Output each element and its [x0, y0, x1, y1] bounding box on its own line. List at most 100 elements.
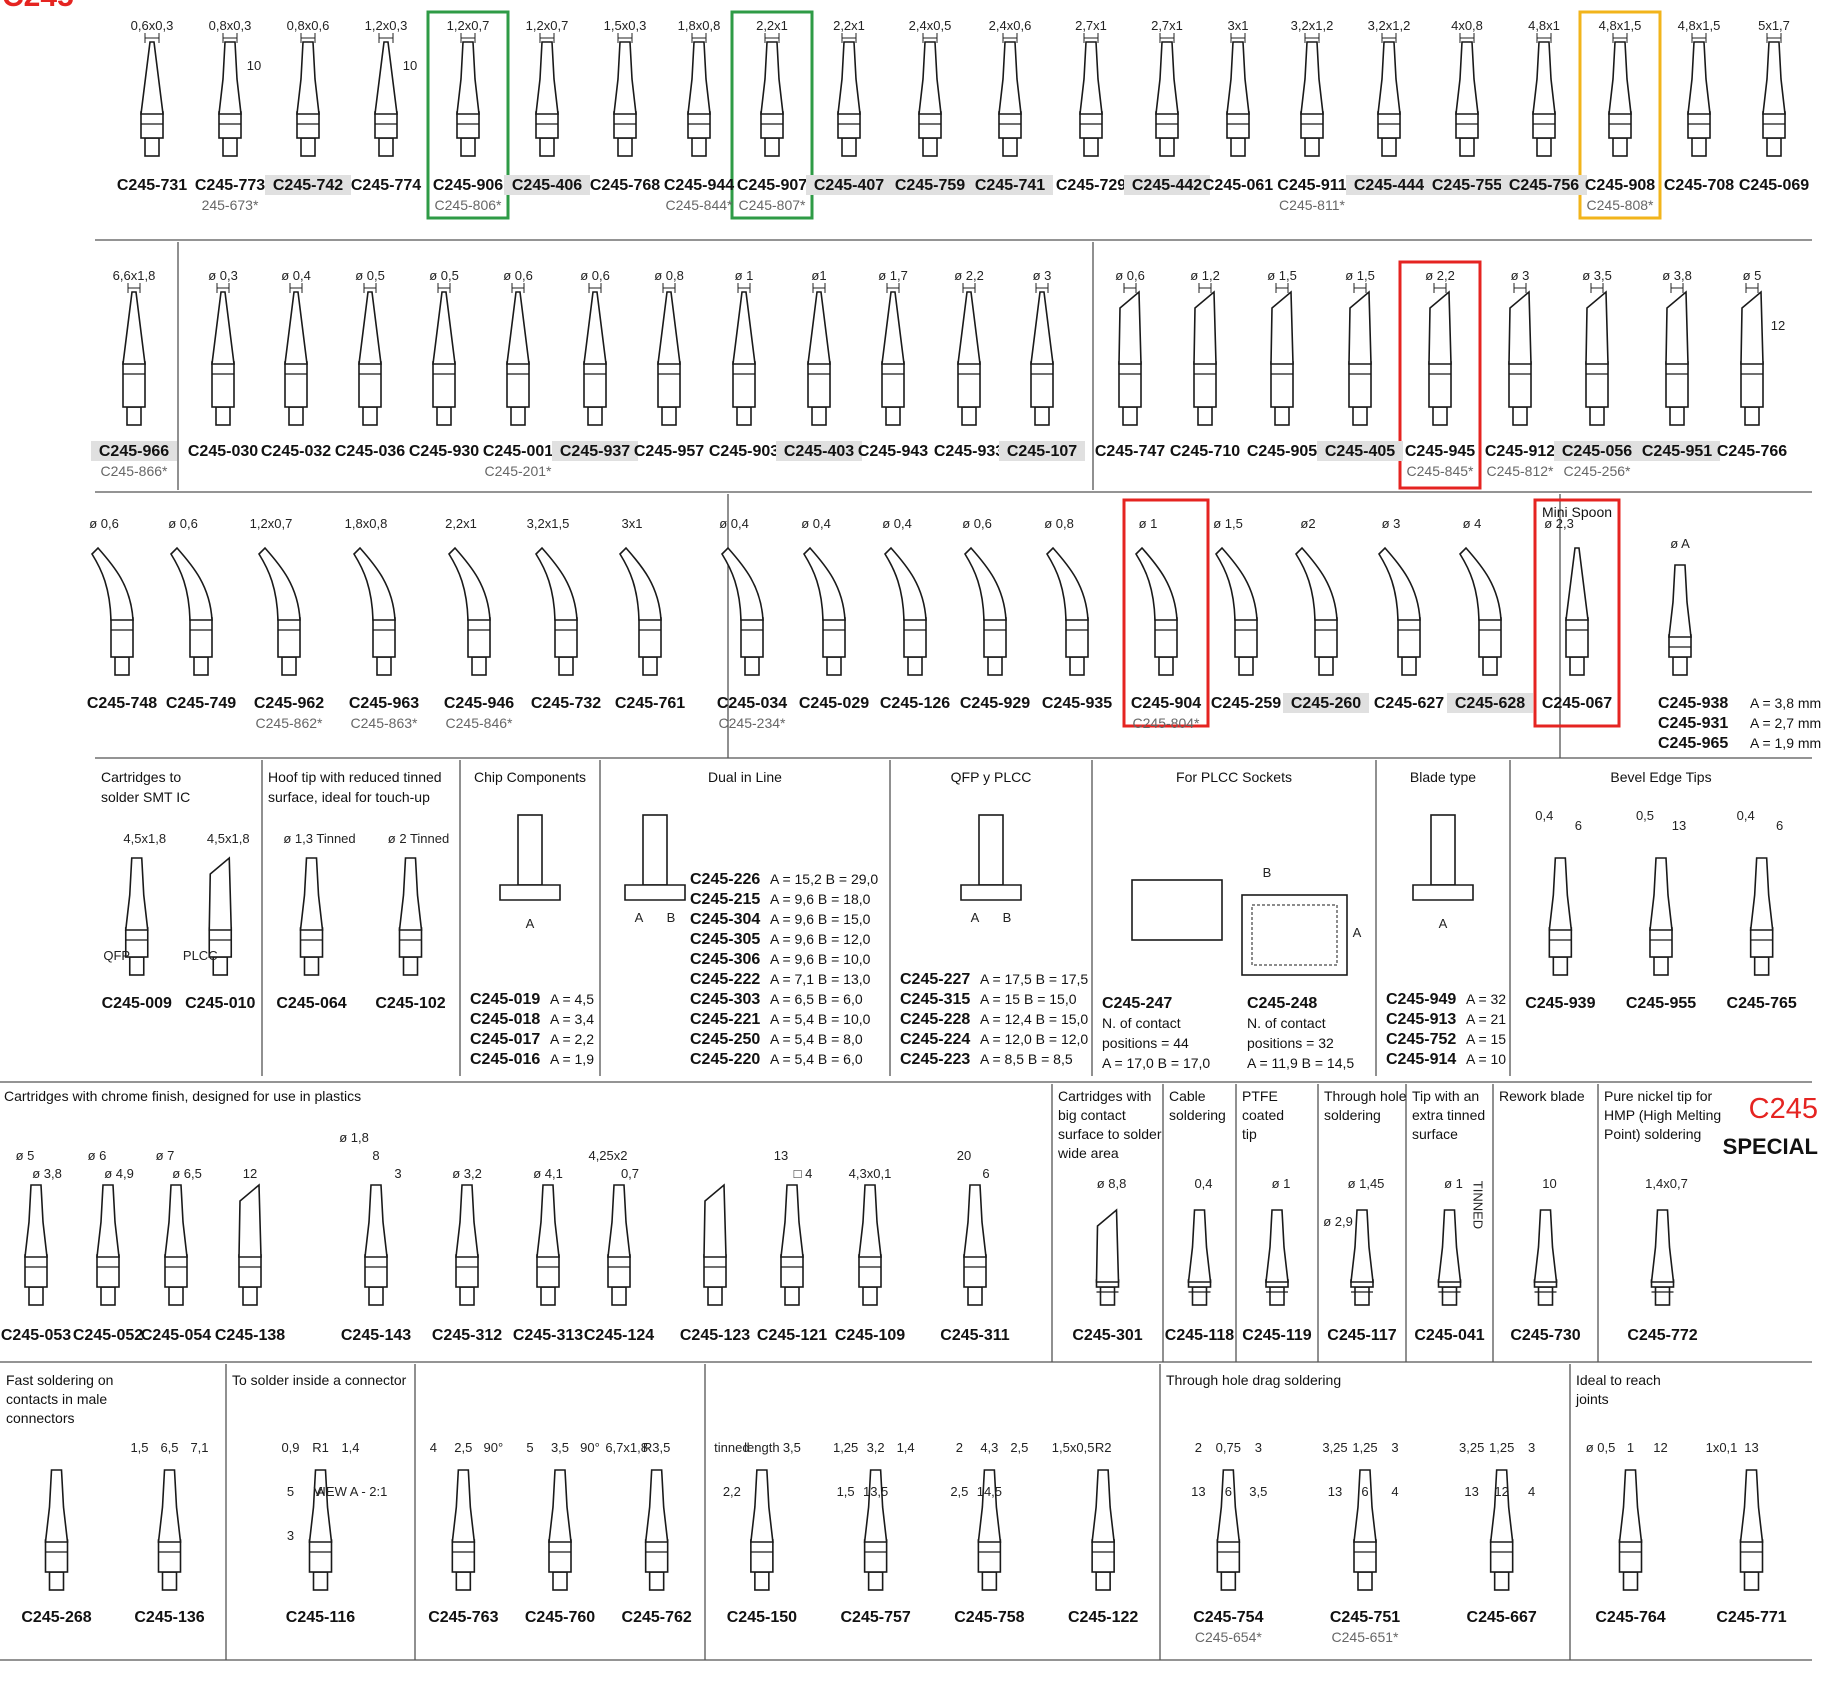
- cartridge-spec: A = 15: [1466, 1031, 1506, 1047]
- tip-dimension: 1x0,1: [1706, 1440, 1738, 1455]
- section-header: Fast soldering on: [6, 1372, 113, 1388]
- tip-dimension: 3,5: [1249, 1484, 1267, 1499]
- tip-stem: [28, 1286, 44, 1306]
- tip-shank: [1348, 361, 1372, 408]
- cartridge-spec: A = 9,6 B = 15,0: [770, 911, 871, 927]
- highlight-boxes: [426, 10, 1662, 728]
- tip-point: [1458, 546, 1502, 621]
- tip-drawing: [1548, 857, 1573, 976]
- tip-drawing: [1455, 41, 1479, 157]
- cartridge-spec: A = 1,9 mm: [1750, 735, 1821, 751]
- tip-shank: [535, 111, 559, 139]
- cartridge-code: C245-730: [1510, 1327, 1580, 1344]
- tip-shank: [1314, 617, 1338, 658]
- tip-shank: [24, 1254, 48, 1288]
- tip-stem: [1357, 1571, 1373, 1591]
- tip-dimension: 1,5x0,5: [1052, 1440, 1095, 1455]
- tip-dimension: 12: [243, 1166, 257, 1181]
- equivalent-code: C245-201*: [485, 463, 552, 479]
- tip-dimension: 90°: [483, 1440, 503, 1455]
- tip-shank: [456, 111, 480, 139]
- tip-drawing: [1377, 546, 1421, 676]
- tip-stem: [460, 137, 476, 157]
- tip-point: [1762, 41, 1786, 115]
- tip-stem: [981, 1571, 998, 1591]
- tip-point: [657, 291, 681, 365]
- tip-dimension: ø 1,3 Tinned: [283, 831, 355, 846]
- cartridge-code: C245-907: [737, 177, 807, 194]
- cartridge-code: C245-056: [1562, 443, 1632, 460]
- tip-stem: [193, 656, 209, 676]
- cartridge-code: C245-010: [185, 995, 255, 1012]
- tip-drawing: [1265, 1209, 1289, 1306]
- tip-shank: [807, 361, 831, 408]
- tip-stem: [1512, 406, 1528, 426]
- tip-stem: [436, 406, 452, 426]
- tip-dimension: 1,8x0,8: [678, 18, 721, 33]
- tip-shank: [467, 617, 491, 658]
- socket-body: [1131, 879, 1223, 941]
- tip-shank: [903, 617, 927, 658]
- tip-drawing: [1300, 41, 1324, 157]
- side-dimension: 10: [247, 58, 261, 73]
- tip-stem: [378, 137, 394, 157]
- tip-stem: [744, 656, 760, 676]
- tip-drawing: [218, 41, 242, 157]
- tip-drawing: [257, 546, 301, 676]
- cartridge-code: C245-945: [1405, 443, 1475, 460]
- tip-dimension: 5: [287, 1484, 294, 1499]
- tip-stem: [114, 656, 130, 676]
- cartridge-code: C245-150: [727, 1609, 797, 1626]
- tip-dimension: ø 5: [16, 1148, 35, 1163]
- tip-stem: [1744, 406, 1760, 426]
- section-header: To solder inside a connector: [232, 1372, 407, 1388]
- section-header: soldering: [1169, 1107, 1226, 1123]
- tip-dimension: ø 1,2: [1190, 268, 1220, 283]
- drawing-label: A: [971, 910, 980, 925]
- tip-stem: [471, 656, 487, 676]
- tip-dimension: 1,5: [837, 1484, 855, 1499]
- cartridge-code: C245-938: [1658, 695, 1728, 712]
- cartridge-spec: A = 11,9 B = 14,5: [1247, 1055, 1354, 1071]
- section-header: Dual in Line: [708, 769, 782, 785]
- code-highlight: [1424, 175, 1510, 195]
- tip-stem: [288, 406, 304, 426]
- section-header: surface to solder: [1058, 1126, 1162, 1142]
- tip-stem: [961, 406, 977, 426]
- equivalent-code: 245-673*: [202, 197, 259, 213]
- tip-point: [358, 291, 382, 365]
- tip-shank: [308, 1539, 333, 1573]
- tip-point: [1749, 857, 1774, 931]
- cartridge-code: C245-107: [1007, 443, 1077, 460]
- tip-dimension: 90°: [580, 1440, 600, 1455]
- tip-point: [352, 546, 396, 621]
- tip-drawing: [122, 291, 146, 426]
- tip-dimension: 0,7: [621, 1166, 639, 1181]
- code-highlight: [1501, 175, 1587, 195]
- tip-stem: [1230, 137, 1246, 157]
- code-highlight: [1346, 175, 1432, 195]
- tip-stem: [362, 406, 378, 426]
- cartridge-code: C245-627: [1374, 695, 1444, 712]
- cartridge-code: C245-052: [73, 1327, 143, 1344]
- tip-dimension: ø 0,6: [168, 516, 198, 531]
- tip-drawing: [644, 1469, 669, 1591]
- cartridge-spec: A = 12,0 B = 12,0: [980, 1031, 1088, 1047]
- tip-shank: [548, 1539, 572, 1573]
- tip-point: [1687, 41, 1711, 115]
- tip-drawing: [1668, 564, 1692, 676]
- tip-point: [863, 1469, 888, 1543]
- tip-dimension: 6: [1575, 818, 1582, 833]
- tip-drawing: [780, 1184, 804, 1306]
- cartridge-code: C245-017: [470, 1031, 540, 1048]
- tip-stem: [611, 1286, 627, 1306]
- cartridge-code: C245-755: [1432, 177, 1502, 194]
- tip-drawing: [1508, 290, 1532, 426]
- tip-stem: [764, 137, 780, 157]
- socket-pins: [1251, 904, 1338, 966]
- tip-dimension: 1,5x0,3: [604, 18, 647, 33]
- tip-point: [1565, 547, 1589, 621]
- tip-dimension: ø 2,2: [954, 268, 984, 283]
- tip-tag: QFP: [103, 948, 130, 963]
- tip-point: [157, 1469, 182, 1543]
